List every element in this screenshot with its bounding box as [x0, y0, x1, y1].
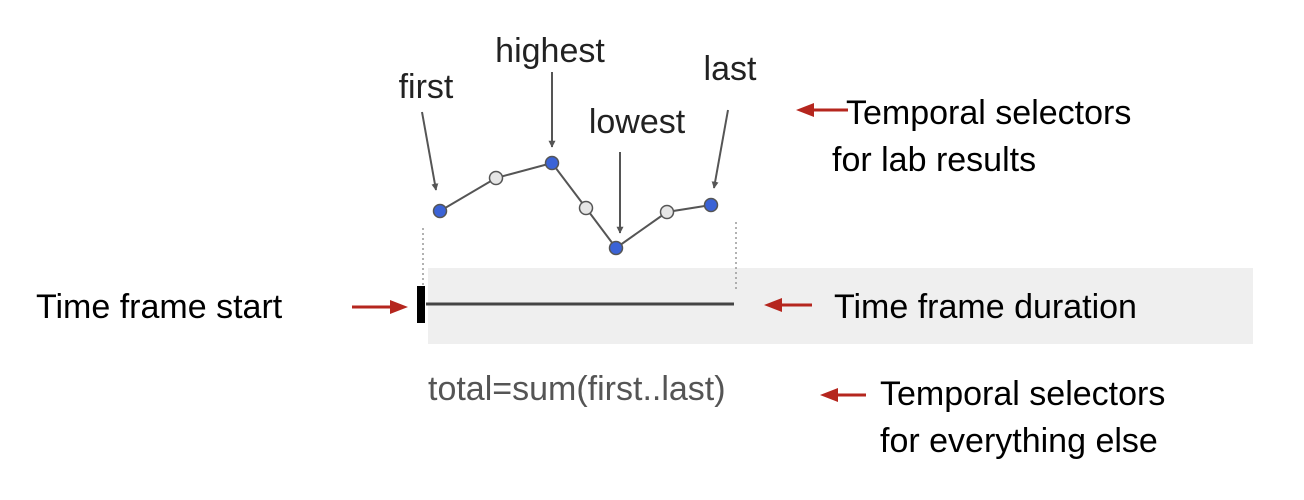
- label-lowest: lowest: [589, 103, 686, 141]
- label-last: last: [704, 50, 757, 88]
- red-arrow-time-frame-duration: [764, 298, 812, 312]
- point-highest: [544, 155, 560, 171]
- label-highest: highest: [495, 32, 605, 70]
- red-arrow-lab-selectors: [796, 103, 848, 117]
- other-selectors-title-line1: Temporal selectors: [880, 375, 1165, 413]
- red-arrow-other-selectors: [820, 388, 866, 402]
- lab-series-line: [439, 161, 712, 250]
- label-first: first: [399, 68, 454, 106]
- first-pointer-arrow: [421, 111, 439, 191]
- point-intermediate: [578, 200, 594, 216]
- point-last: [703, 197, 719, 213]
- time-frame-start-marker: [417, 286, 425, 323]
- lab-series-points: [432, 155, 719, 256]
- point-lowest: [608, 240, 624, 256]
- lab-selectors-title-line2: for lab results: [832, 141, 1036, 179]
- time-frame-band: [428, 268, 1253, 344]
- time-frame-duration-label: Time frame duration: [834, 288, 1137, 326]
- point-intermediate: [659, 204, 675, 220]
- last-pointer-arrow: [711, 109, 729, 189]
- red-arrow-time-frame-start: [352, 300, 408, 314]
- point-intermediate: [488, 170, 504, 186]
- lab-selectors-title-line1: Temporal selectors: [846, 94, 1131, 132]
- point-first: [432, 203, 448, 219]
- other-selectors-title-line2: for everything else: [880, 422, 1158, 460]
- formula-text: total=sum(first..last): [428, 370, 726, 408]
- time-frame-start-label: Time frame start: [36, 288, 283, 326]
